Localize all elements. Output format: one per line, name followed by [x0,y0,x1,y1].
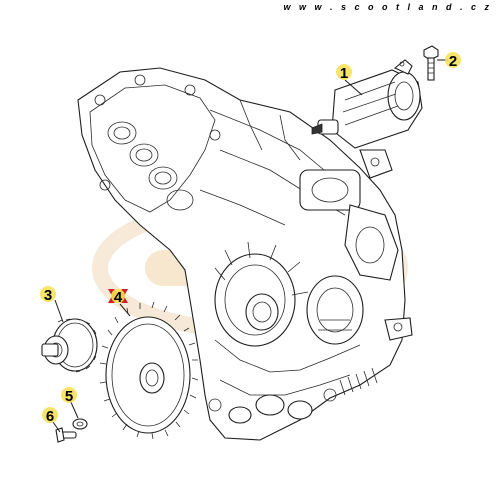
callout-5-label: 5 [65,388,73,405]
callout-1-label: 1 [340,65,348,82]
screw-part-6 [55,427,77,443]
callout-5: 5 [61,387,77,405]
watermark-text: w w w . s c o o t l a n d . c z [283,2,492,12]
callout-2-label: 2 [449,53,457,70]
leader-lines [52,59,448,433]
callout-3-label: 3 [44,287,52,304]
callout-1: 1 [336,64,352,82]
callout-4: 4 [108,289,128,306]
starter-motor [311,59,423,149]
callout-4-label: 4 [114,289,123,306]
callout-2: 2 [445,52,461,70]
bolt-part-2 [423,45,439,81]
crankcase-housing [77,67,413,441]
starter-idler-gear [41,318,98,373]
flywheel-ring-gear [99,301,199,440]
callout-6-label: 6 [46,408,54,425]
callout-6: 6 [42,407,58,425]
callout-3: 3 [40,286,56,304]
washer-part-5 [72,418,88,430]
